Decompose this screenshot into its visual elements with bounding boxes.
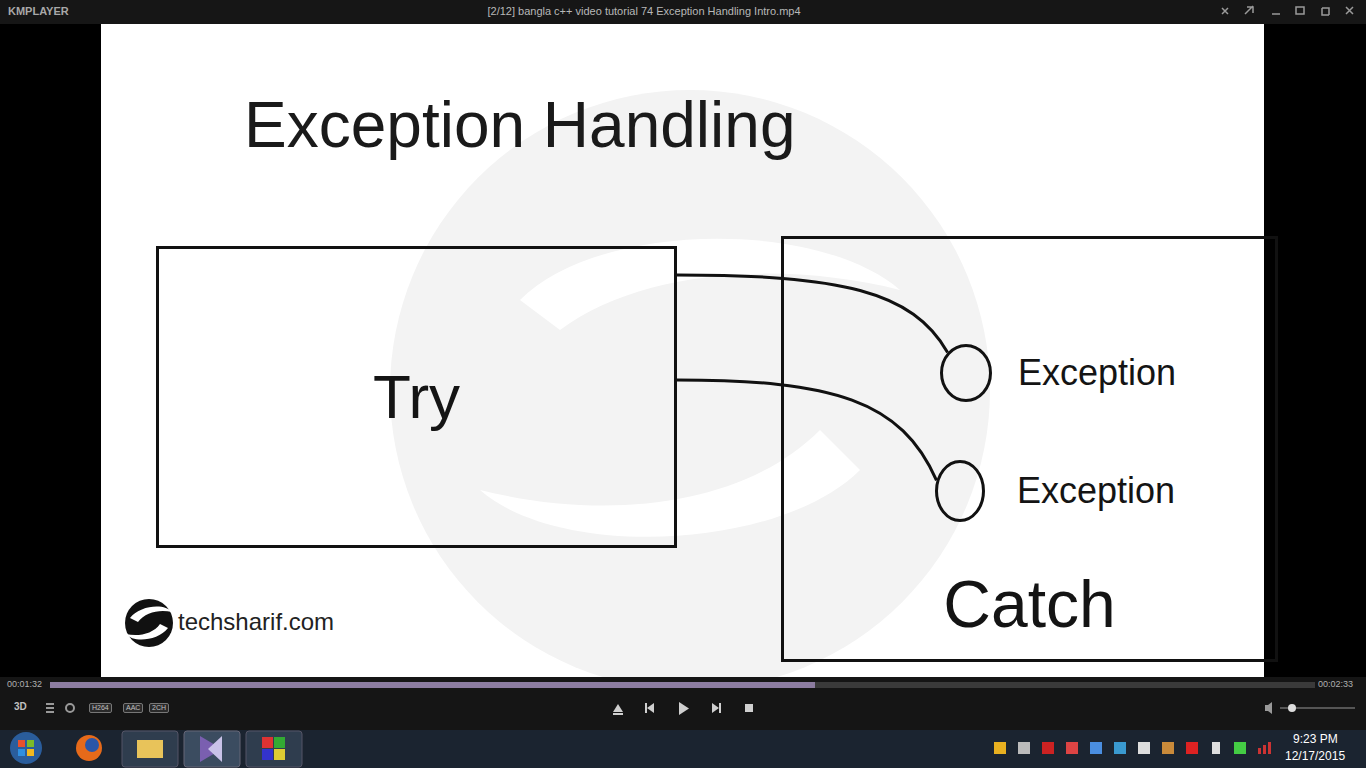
circle-outline [937, 462, 984, 521]
taskbar [0, 730, 1366, 768]
clock-date: 12/17/2015 [1285, 750, 1345, 764]
window-title: [2/12] bangla c++ video tutorial 74 Exce… [487, 5, 800, 18]
elapsed-time: 00:01:32 [7, 679, 42, 689]
3d-button: 3D [14, 701, 27, 713]
circle-outline [940, 344, 992, 402]
connector-line [677, 275, 948, 352]
codec-badge: 2CH [149, 703, 169, 713]
connector-line [677, 380, 937, 480]
exception-label: Exception [1017, 471, 1175, 511]
total-time: 00:02:33 [1318, 679, 1353, 689]
exception-circle: Exception [935, 460, 985, 522]
window-buttons [1222, 6, 1353, 15]
progress-track [50, 682, 1315, 688]
site-logo [125, 599, 173, 647]
clock-time: 9:23 PM [1293, 733, 1338, 747]
codec-badge: AAC [123, 703, 143, 713]
title-bar [0, 0, 1366, 24]
catch-label: Catch [784, 568, 1275, 641]
codec-badge: H264 [89, 703, 112, 713]
catch-box: CatchExceptionException [781, 236, 1278, 662]
circle-outline [935, 460, 985, 522]
circle-outline [942, 346, 991, 401]
control-bar [0, 677, 1366, 730]
start-button [10, 732, 42, 764]
app-logo: KMPLAYER [8, 5, 69, 18]
slide-title: Exception Handling [244, 88, 795, 162]
exception-label: Exception [1018, 353, 1176, 393]
try-label: Try [373, 363, 460, 431]
volume-slider [1265, 702, 1355, 714]
progress-fill [50, 682, 815, 688]
site-name: techsharif.com [178, 608, 334, 636]
tray-icons [994, 742, 1271, 754]
side-buttons [46, 703, 74, 713]
watermark [390, 90, 990, 690]
try-box: Try [156, 246, 677, 548]
taskbar-icons [76, 731, 302, 767]
exception-circle: Exception [940, 344, 992, 402]
playback-buttons [613, 702, 753, 715]
